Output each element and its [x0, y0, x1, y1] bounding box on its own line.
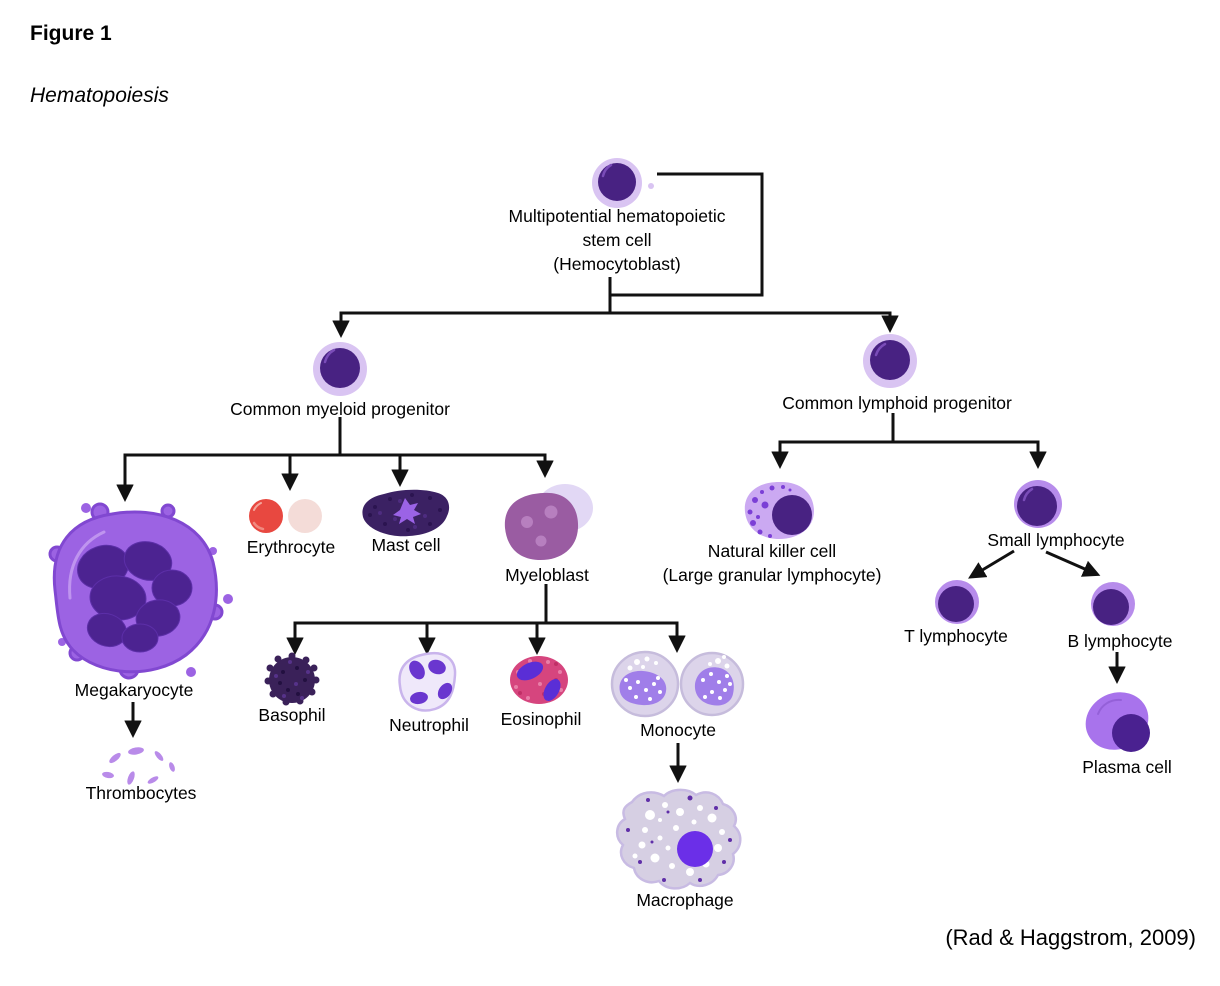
basophil-cell-icon: [264, 652, 320, 706]
plasma-cell-icon: [1085, 692, 1150, 752]
megakaryocyte-cell-icon: [48, 502, 233, 680]
t-lymphocyte-label: T lymphocyte: [904, 626, 1008, 646]
myeloblast-label: Myeloblast: [505, 565, 589, 585]
figure-number: Figure 1: [30, 22, 112, 45]
b-lymphocyte-cell-icon: [1091, 582, 1135, 626]
eosinophil-cell-icon: [510, 656, 568, 704]
natural-killer-cell-icon: [744, 481, 814, 539]
small-lymphocyte-label: Small lymphocyte: [987, 530, 1125, 550]
common-myeloid-progenitor-cell-icon: [313, 342, 367, 396]
mast-cell-label: Mast cell: [371, 535, 441, 555]
thrombocytes-label: Thrombocytes: [85, 783, 197, 803]
macrophage-label: Macrophage: [636, 890, 734, 910]
connector-lines: [116, 172, 1126, 783]
hemocytoblast-label: Multipotential hematopoietic stem cell (…: [508, 206, 726, 274]
natural-killer-cell-label: Natural killer cell (Large granular lymp…: [662, 541, 882, 585]
small-lymphocyte-cell-icon: [1014, 480, 1062, 528]
myeloblast-cell-icon: [504, 484, 593, 561]
megakaryocyte-label: Megakaryocyte: [74, 680, 194, 700]
erythrocyte-label: Erythrocyte: [246, 537, 336, 557]
neutrophil-cell-icon: [398, 651, 457, 712]
plasma-cell-label: Plasma cell: [1082, 757, 1172, 777]
macrophage-cell-icon: [616, 788, 742, 890]
b-lymphocyte-label: B lymphocyte: [1067, 631, 1173, 651]
common-lymphoid-progenitor-cell-icon: [863, 334, 917, 388]
erythrocyte-cell-icon: [249, 499, 322, 533]
basophil-label: Basophil: [258, 705, 326, 725]
common-lymphoid-progenitor-label: Common lymphoid progenitor: [782, 393, 1012, 413]
eosinophil-label: Eosinophil: [500, 709, 582, 729]
monocyte-label: Monocyte: [640, 720, 716, 740]
monocyte-cell-icon: [610, 650, 745, 718]
thrombocytes-icon: [102, 747, 175, 785]
common-myeloid-progenitor-label: Common myeloid progenitor: [230, 399, 450, 419]
hemocytoblast-cell-icon: [592, 158, 654, 208]
mast-cell-icon: [362, 489, 450, 537]
neutrophil-label: Neutrophil: [389, 715, 469, 735]
citation: (Rad & Haggstrom, 2009): [945, 925, 1196, 950]
figure-title: Hematopoiesis: [30, 84, 169, 107]
t-lymphocyte-cell-icon: [935, 580, 979, 624]
